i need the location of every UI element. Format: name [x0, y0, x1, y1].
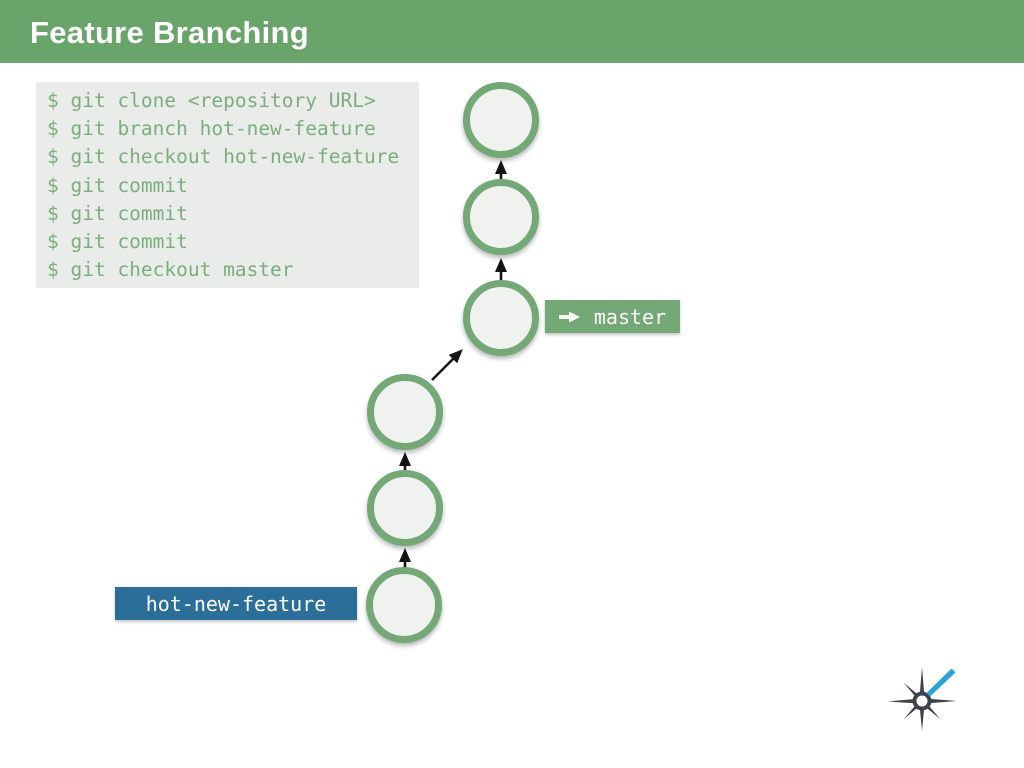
code-line: $ git commit	[47, 229, 188, 253]
compass-star-logo-icon	[888, 667, 957, 731]
feature-branch-label: hot-new-feature	[145, 591, 327, 616]
code-line: $ git checkout master	[47, 258, 294, 282]
commit-node-feature-3	[367, 374, 443, 450]
commit-node-feature-1	[366, 567, 442, 643]
git-commands-code-block: $ git clone <repository URL> $ git branc…	[36, 82, 419, 288]
master-branch-label: master	[593, 304, 667, 329]
feature-branch-badge: hot-new-feature	[115, 587, 357, 620]
code-line: $ git checkout hot-new-feature	[47, 145, 400, 169]
branch-merge-arrow	[431, 349, 463, 381]
commit-node-master-2	[463, 179, 539, 255]
commit-node-master-3	[463, 82, 539, 158]
right-arrow-icon	[558, 311, 581, 323]
compass-needle-accent	[926, 668, 956, 697]
code-line: $ git commit	[47, 201, 188, 225]
code-line: $ git commit	[47, 173, 188, 197]
page-title: Feature Branching	[30, 15, 309, 50]
code-line: $ git clone <repository URL>	[47, 89, 376, 112]
header-bar: Feature Branching	[0, 0, 1024, 63]
master-branch-badge: master	[545, 300, 680, 333]
commit-node-feature-2	[367, 470, 443, 546]
code-line: $ git branch hot-new-feature	[47, 117, 376, 141]
commit-node-master-1	[463, 280, 539, 356]
